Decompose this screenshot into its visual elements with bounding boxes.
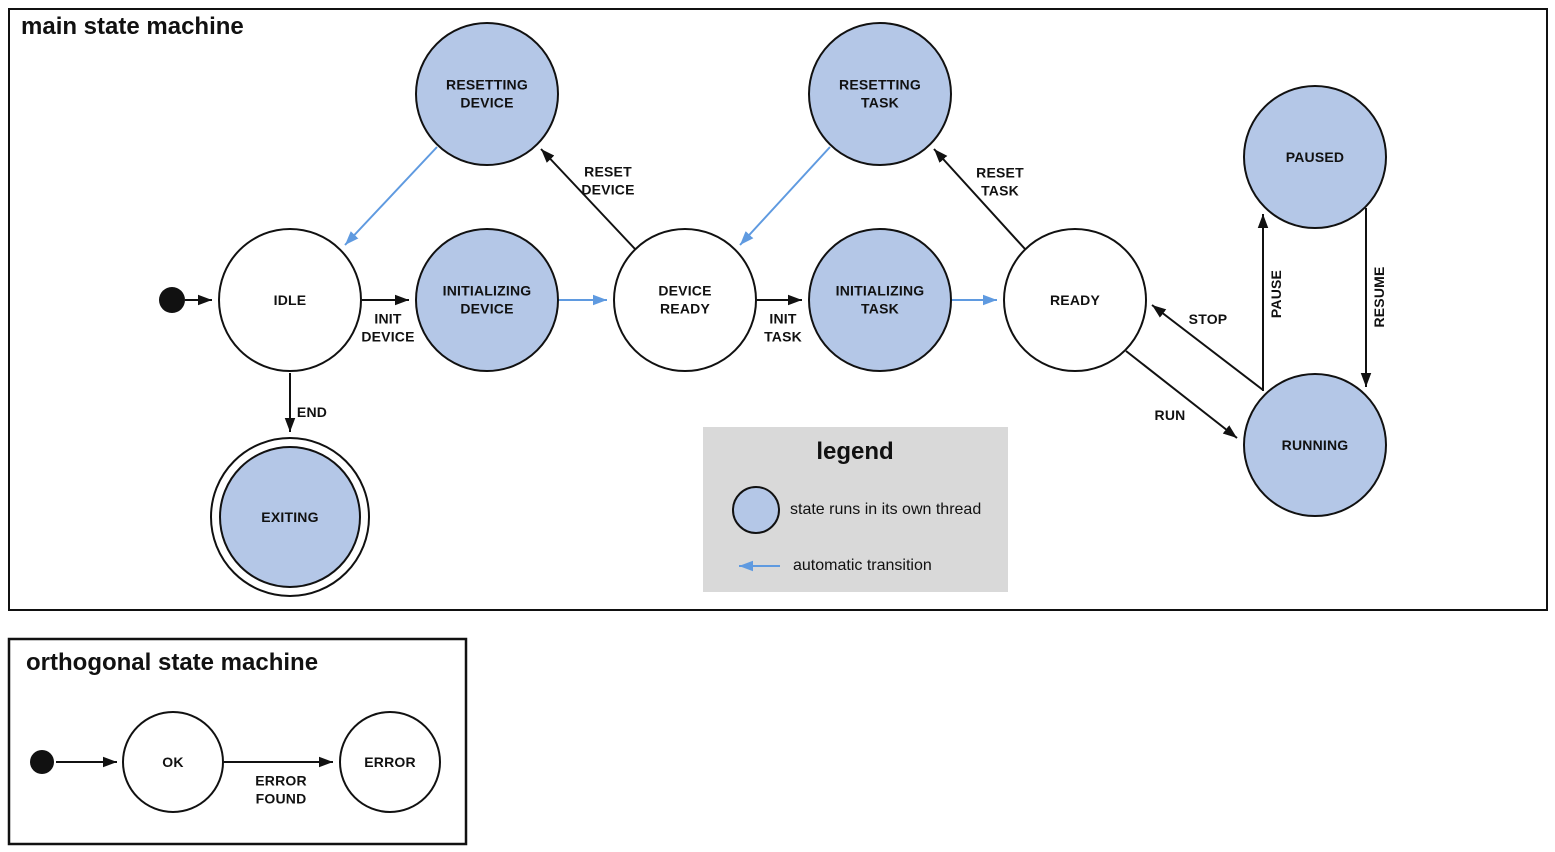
legend-threaded-state-circle: [732, 486, 780, 534]
state-circle-initializing-task: [808, 228, 952, 372]
state-circle-resetting-task: [808, 22, 952, 166]
state-label-ok: OK: [162, 753, 184, 770]
state-label-idle: IDLE: [273, 291, 307, 308]
legend-item-automatic-transition: automatic transition: [793, 557, 932, 574]
state-label-resetting-device: RESETTING DEVICE: [446, 76, 528, 111]
transition-label-pause: PAUSE: [1267, 269, 1284, 319]
transition-label-init-device: INIT DEVICE: [361, 310, 415, 345]
state-circle-ready: [1003, 228, 1147, 372]
state-label-initializing-task: INITIALIZING TASK: [835, 282, 925, 317]
state-label-exiting: EXITING: [261, 508, 319, 525]
transition-label-end: END: [296, 403, 328, 420]
transition-label-run: RUN: [1154, 406, 1186, 423]
transition-run: [1125, 350, 1238, 439]
state-circle-ok: [122, 711, 224, 813]
transition-label-error-found: ERROR FOUND: [255, 772, 307, 807]
transition-label-reset-device: RESET DEVICE: [581, 163, 635, 198]
state-circle-paused: [1243, 85, 1387, 229]
main-machine-edges: [185, 148, 1372, 439]
state-circle-resetting-device: [415, 22, 559, 166]
transition-label-reset-task: RESET TASK: [976, 164, 1024, 199]
orthogonal-initial-state-dot: [30, 750, 54, 774]
auto-transition-resetting-task-to-device-ready: [739, 146, 831, 246]
state-circle-device-ready: [613, 228, 757, 372]
state-label-resetting-task: RESETTING TASK: [839, 76, 921, 111]
auto-transition-resetting-device-to-idle: [344, 146, 438, 246]
state-circle-initializing-device: [415, 228, 559, 372]
main-machine-title: main state machine: [21, 13, 244, 40]
state-label-initializing-device: INITIALIZING DEVICE: [442, 282, 532, 317]
main-machine-automatic-edges: [344, 146, 997, 306]
state-label-paused: PAUSED: [1285, 148, 1345, 165]
legend-title: legend: [816, 438, 894, 465]
state-label-ready: READY: [1049, 291, 1101, 308]
initial-state-dot: [159, 287, 185, 313]
state-circle-error: [339, 711, 441, 813]
orthogonal-machine-frame: [7, 637, 468, 846]
transition-stop: [1151, 304, 1264, 391]
transition-reset-device: [540, 148, 636, 250]
transition-reset-task: [933, 148, 1026, 250]
state-circle-exiting: [219, 446, 361, 588]
transition-label-stop: STOP: [1188, 310, 1228, 327]
state-label-error: ERROR: [364, 753, 416, 770]
transition-label-resume: RESUME: [1370, 266, 1387, 328]
state-circle-running: [1243, 373, 1387, 517]
transition-label-init-task: INIT TASK: [764, 310, 802, 345]
state-label-device-ready: DEVICE READY: [658, 282, 712, 317]
legend-item-threaded-state: state runs in its own thread: [790, 501, 982, 518]
main-machine-frame: [8, 8, 1548, 611]
orthogonal-machine-title: orthogonal state machine: [26, 649, 319, 676]
state-label-running: RUNNING: [1281, 436, 1349, 453]
state-circle-idle: [218, 228, 362, 372]
